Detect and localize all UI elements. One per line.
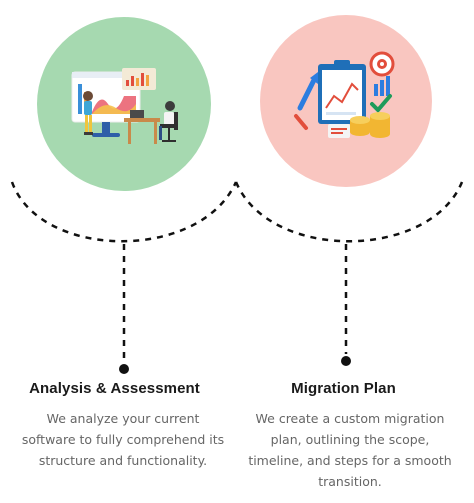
migration-plan-illustration xyxy=(260,15,432,187)
step-description: We create a custom migration plan, outli… xyxy=(248,411,452,489)
step-title: Migration Plan xyxy=(291,380,396,397)
right-connector-dot xyxy=(341,356,351,366)
step-description: We analyze your current software to full… xyxy=(21,411,225,468)
right-arc-connector xyxy=(234,181,464,243)
step-analysis: Analysis & Assessment We analyze your cu… xyxy=(21,380,225,468)
left-connector-dot xyxy=(119,364,129,374)
step-title: Analysis & Assessment xyxy=(29,380,200,397)
step-migration-plan: Migration Plan We create a custom migrat… xyxy=(237,0,474,503)
left-arc-connector xyxy=(10,181,238,243)
analysis-illustration xyxy=(37,17,211,191)
